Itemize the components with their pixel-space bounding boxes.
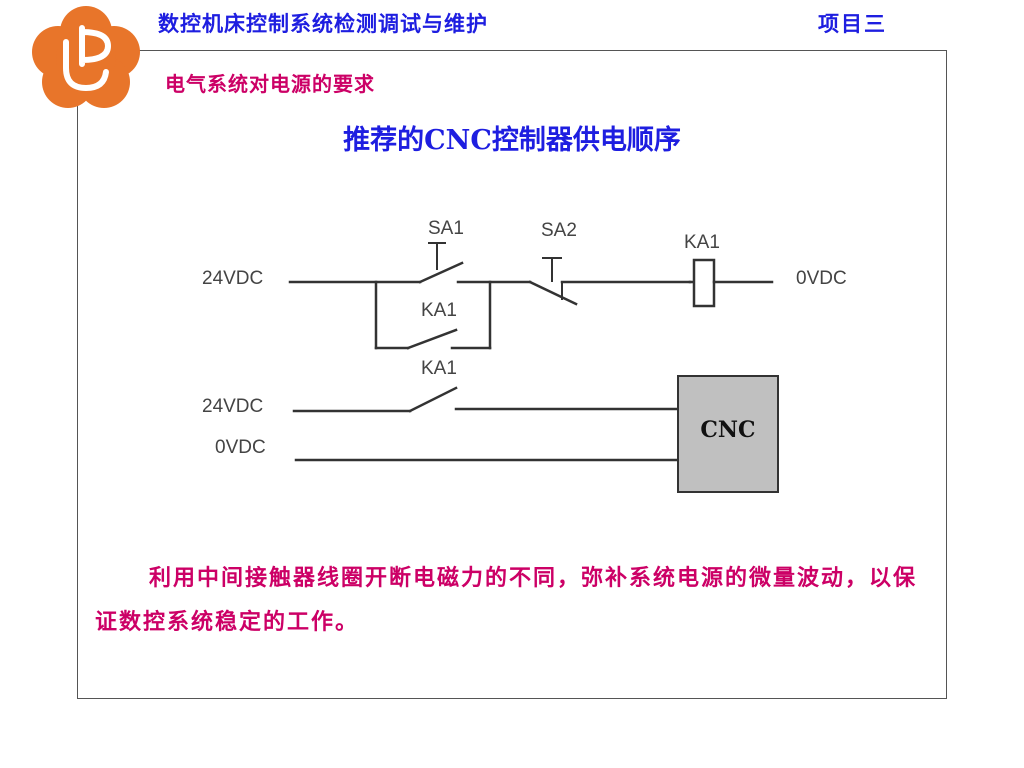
header-title: 数控机床控制系统检测调试与维护 [158, 11, 488, 36]
top-0vdc-label: 0VDC [796, 268, 847, 289]
content-frame [77, 50, 947, 699]
ka1-main-label: KA1 [421, 358, 457, 379]
sa1-label: SA1 [428, 218, 464, 239]
ka1-coil [688, 258, 774, 308]
cnc-block [677, 375, 779, 493]
section-title: 电气系统对电源的要求 [165, 72, 375, 96]
ka1-hold-branch [374, 280, 492, 350]
header-project: 项目三 [818, 11, 887, 36]
ka1-hold-label: KA1 [421, 300, 457, 321]
ka1-coil-label: KA1 [684, 232, 720, 253]
ka1-main-contact [292, 386, 680, 413]
description-text: 利用中间接触器线圈开断电磁力的不同，弥补系统电源的微量波动，以保证数控系统稳定的… [95, 565, 918, 635]
sa2-switch [528, 257, 578, 306]
top-24vdc-label: 24VDC [202, 268, 263, 289]
logo [32, 6, 140, 108]
cnc-label: CNC [700, 417, 755, 443]
bottom-24vdc-label: 24VDC [202, 396, 263, 417]
bottom-0vdc-label: 0VDC [215, 437, 266, 458]
sa1-switch [418, 242, 464, 284]
sa2-label: SA2 [541, 220, 577, 241]
main-title: 推荐的CNC控制器供电顺序 [343, 125, 681, 156]
